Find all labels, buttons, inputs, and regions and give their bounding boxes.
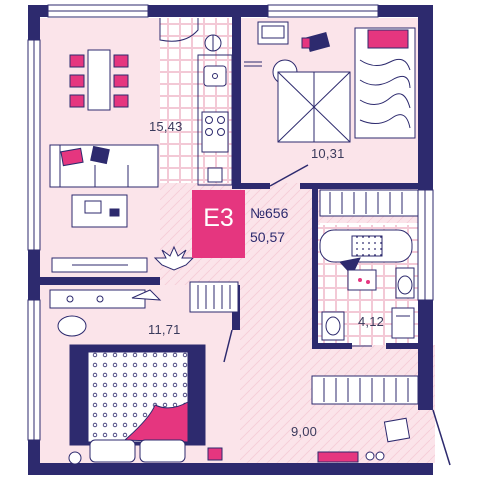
sofa-icon: [49, 144, 159, 188]
area-bedroom-bottom: 11,71: [148, 322, 181, 337]
dining-table-icon: [69, 49, 129, 111]
wardrobe-icon: [277, 71, 351, 143]
bed-icon: [354, 27, 416, 139]
sink-icon: [203, 34, 227, 87]
bathtub-icon: [319, 229, 413, 291]
area-living-kitchen: 15,43: [149, 119, 183, 134]
apartment-code: E3: [203, 204, 234, 232]
door-icon: [223, 329, 233, 363]
stove-icon: [201, 111, 229, 153]
washbasin-icon: [321, 307, 415, 341]
area-bathroom: 4,12: [358, 314, 385, 329]
apartment-number: №656: [250, 205, 289, 221]
kitchen-tile-floor: [160, 18, 240, 188]
toilet-icon: [395, 267, 415, 299]
tv-stand-icon: [51, 257, 148, 273]
door-icon: [432, 409, 451, 466]
apartment-total-area: 50,57: [250, 229, 286, 245]
wardrobe-icon: [189, 189, 419, 405]
door-icon: [269, 164, 309, 187]
apartment-code-badge: E3: [192, 190, 245, 258]
shoe-rack-icon: [317, 417, 411, 463]
kitchen-counter-icon: [159, 18, 233, 186]
area-bedroom-top: 10,31: [311, 146, 345, 161]
plant-icon: [153, 245, 195, 271]
bed-icon: [69, 344, 206, 463]
dresser-icon: [49, 289, 162, 337]
area-hallway: 9,00: [291, 424, 318, 439]
nightstand-icon: [68, 447, 223, 465]
coffee-table-icon: [71, 194, 128, 228]
window-icon: [27, 4, 434, 441]
